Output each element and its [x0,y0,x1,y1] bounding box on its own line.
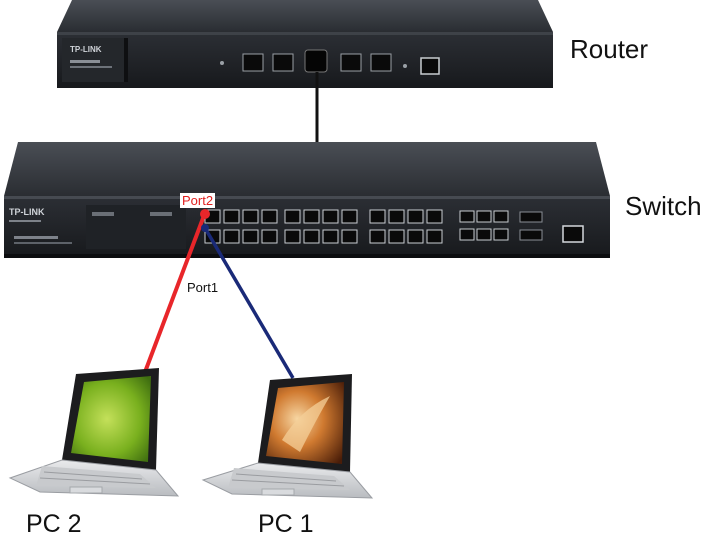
switch-port [303,209,320,224]
switch-port [426,229,443,244]
switch-port [388,229,405,244]
router-label: Router [570,34,649,64]
switch-port [284,209,301,224]
svg-text:TP-LINK: TP-LINK [9,207,45,217]
switch-port [388,209,405,224]
pc2-laptop [8,368,180,497]
port2-marker [200,209,210,219]
switch-led-panel [86,205,186,249]
switch-port [407,209,424,224]
switch-port [341,209,358,224]
port1-marker [201,224,209,232]
switch-port [261,209,278,224]
switch-port [322,229,339,244]
port2-label: Port2 [180,193,216,208]
router-device: TP-LINK [57,0,553,88]
pc1-cable [203,227,295,379]
switch-port [284,229,301,244]
switch-port-grid [204,209,443,244]
pc2-cable [143,212,207,373]
switch-uplink-ports [459,210,584,243]
router-brand-logo: TP-LINK [70,45,112,68]
switch-device: TP-LINK [4,142,610,258]
switch-port [369,209,386,224]
pc1-laptop [201,374,374,499]
switch-port [369,229,386,244]
switch-port [303,229,320,244]
switch-port [341,229,358,244]
svg-text:TP-LINK: TP-LINK [70,45,102,54]
switch-port [242,209,259,224]
port1-label: Port1 [187,280,219,295]
switch-port [261,229,278,244]
switch-label: Switch [625,191,702,221]
switch-port [407,229,424,244]
switch-port [223,229,240,244]
switch-port [223,209,240,224]
switch-port [426,209,443,224]
router-ports [220,53,440,75]
switch-port [242,229,259,244]
pc1-label: PC 1 [258,510,314,538]
pc2-label: PC 2 [26,510,82,538]
switch-port [322,209,339,224]
switch-brand-logo: TP-LINK [9,207,72,244]
